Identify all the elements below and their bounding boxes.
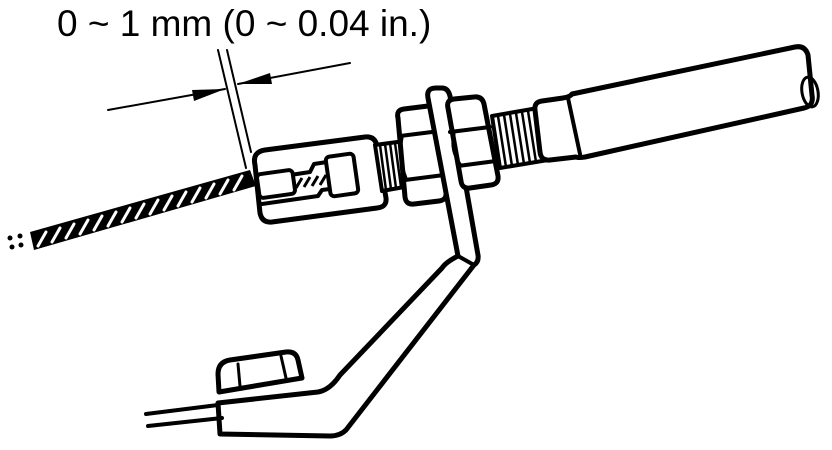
bracket-leg-lower (144, 403, 224, 428)
clearance-dimension-label: 0 ~ 1 mm (0 ~ 0.04 in.) (57, 3, 432, 44)
cable-housing (532, 44, 820, 163)
cable-wire (7, 170, 256, 250)
dimension-arrow-left (107, 88, 226, 111)
bracket-bolt (215, 349, 305, 395)
dimension-extension-lines (217, 49, 252, 169)
cable-end-fitting (252, 134, 389, 225)
dimension-arrow-right (237, 62, 351, 85)
locknut-right (445, 94, 501, 191)
